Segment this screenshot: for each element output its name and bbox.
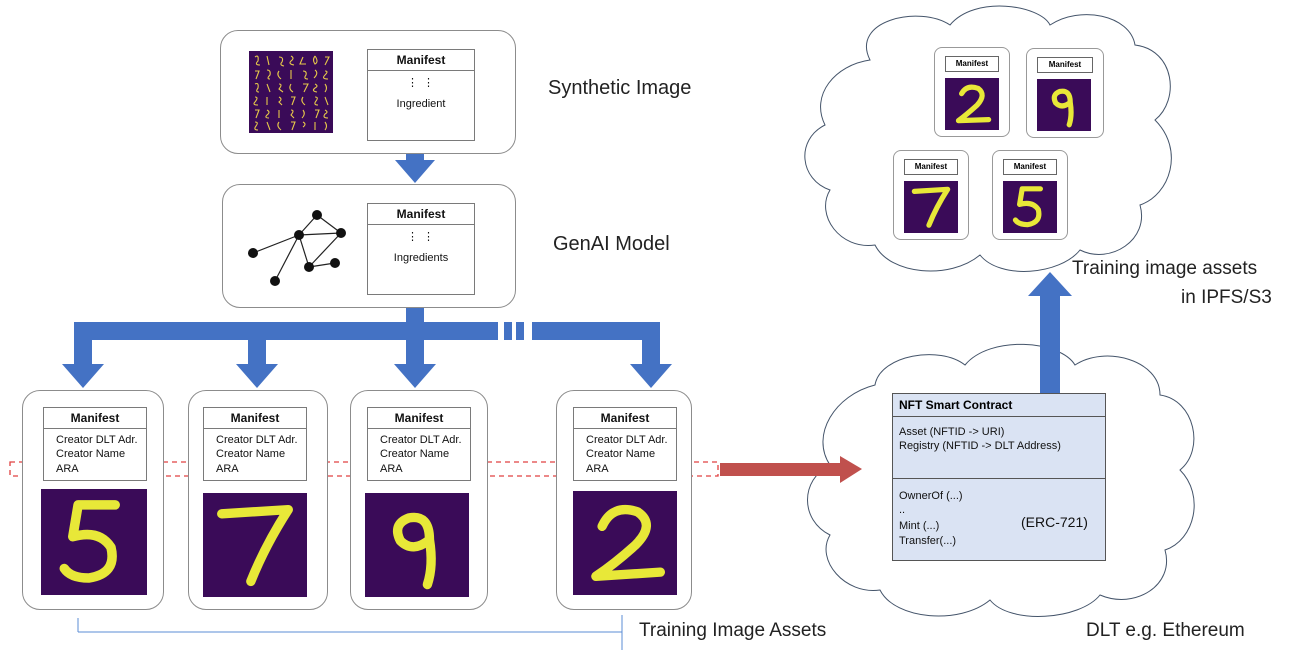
manifest-panel: Manifest ⋮ ⋮ Ingredients <box>367 203 475 295</box>
network-graph-icon <box>248 210 346 286</box>
nft-smart-contract-box: NFT Smart Contract Asset (NFTID -> URI) … <box>892 393 1106 561</box>
storage-cloud <box>804 5 1172 272</box>
digit-image-7 <box>904 181 958 233</box>
manifest-title: Manifest <box>945 56 999 72</box>
stored-asset-card: Manifest <box>934 47 1010 137</box>
synthetic-image-box: Manifest ⋮ ⋮ Ingredient <box>220 30 516 154</box>
ara-field: ARA <box>216 463 239 475</box>
distribution-arrows <box>62 270 672 388</box>
creator-dlt-address: Creator DLT Adr. <box>56 434 138 446</box>
training-asset-card: Manifest Creator DLT Adr. Creator Name A… <box>350 390 488 610</box>
contract-standard: (ERC-721) <box>1021 514 1088 530</box>
ara-field: ARA <box>380 463 403 475</box>
manifest-title: Manifest <box>204 408 306 429</box>
digit-image-5 <box>41 489 147 595</box>
contract-registry-mapping: Registry (NFTID -> DLT Address) <box>899 440 1061 452</box>
creator-dlt-address: Creator DLT Adr. <box>586 434 668 446</box>
contract-title: NFT Smart Contract <box>893 394 1105 417</box>
creator-name: Creator Name <box>216 448 286 460</box>
contract-asset-mapping: Asset (NFTID -> URI) <box>899 426 1005 438</box>
manifest-title: Manifest <box>44 408 146 429</box>
genai-model-label: GenAI Model <box>553 233 670 255</box>
creator-dlt-address: Creator DLT Adr. <box>216 434 298 446</box>
assets-bracket <box>77 615 623 650</box>
digit-image-9 <box>1037 79 1091 131</box>
manifest-title: Manifest <box>368 50 474 71</box>
stored-asset-card: Manifest <box>992 150 1068 240</box>
creator-name: Creator Name <box>56 448 126 460</box>
manifest-title: Manifest <box>904 159 958 175</box>
contract-transfer: Transfer(...) <box>899 535 957 547</box>
dlt-label: DLT e.g. Ethereum <box>1086 620 1245 641</box>
ara-field: ARA <box>56 463 79 475</box>
stored-asset-card: Manifest <box>1026 48 1104 138</box>
stored-asset-card: Manifest <box>893 150 969 240</box>
training-asset-card: Manifest Creator DLT Adr. Creator Name A… <box>188 390 328 610</box>
manifest-panel: Manifest Creator DLT Adr. Creator Name A… <box>43 407 147 481</box>
manifest-ingredients: Ingredients <box>393 252 449 264</box>
contract-ownerof: OwnerOf (...) <box>899 490 963 502</box>
storage-label-line1: Training image assets <box>1072 258 1258 279</box>
training-asset-card: Manifest Creator DLT Adr. Creator Name A… <box>22 390 164 610</box>
genai-model-box: Manifest ⋮ ⋮ Ingredients <box>222 184 516 308</box>
training-image-assets-label: Training Image Assets <box>639 620 827 641</box>
arrow-to-contract <box>720 456 862 483</box>
storage-label-line2: in IPFS/S3 <box>1181 287 1272 308</box>
creator-dlt-address: Creator DLT Adr. <box>380 434 462 446</box>
training-asset-card: Manifest Creator DLT Adr. Creator Name A… <box>556 390 692 610</box>
creator-name: Creator Name <box>380 448 450 460</box>
manifest-title: Manifest <box>1003 159 1057 175</box>
synthetic-image-label: Synthetic Image <box>548 77 692 99</box>
digit-image-9 <box>365 493 469 597</box>
manifest-panel: Manifest Creator DLT Adr. Creator Name A… <box>367 407 471 481</box>
digit-image-2 <box>573 491 677 595</box>
digit-image-5 <box>1003 181 1057 233</box>
manifest-ingredient: Ingredient <box>396 98 446 110</box>
manifest-title: Manifest <box>368 204 474 225</box>
manifest-dots: ⋮ ⋮ <box>406 77 436 89</box>
manifest-dots: ⋮ ⋮ <box>406 231 436 243</box>
manifest-title: Manifest <box>368 408 470 429</box>
creator-name: Creator Name <box>586 448 656 460</box>
manifest-title: Manifest <box>574 408 676 429</box>
manifest-panel: Manifest ⋮ ⋮ Ingredient <box>367 49 475 141</box>
contract-mint: Mint (...) <box>899 520 940 532</box>
contract-dots: .. <box>899 504 906 516</box>
manifest-title: Manifest <box>1037 57 1093 73</box>
manifest-panel: Manifest Creator DLT Adr. Creator Name A… <box>573 407 677 481</box>
manifest-panel: Manifest Creator DLT Adr. Creator Name A… <box>203 407 307 481</box>
mnist-grid-image <box>249 51 333 133</box>
digit-image-7 <box>203 493 307 597</box>
contract-divider <box>893 478 1105 479</box>
digit-image-2 <box>945 78 999 130</box>
ara-field: ARA <box>586 463 609 475</box>
